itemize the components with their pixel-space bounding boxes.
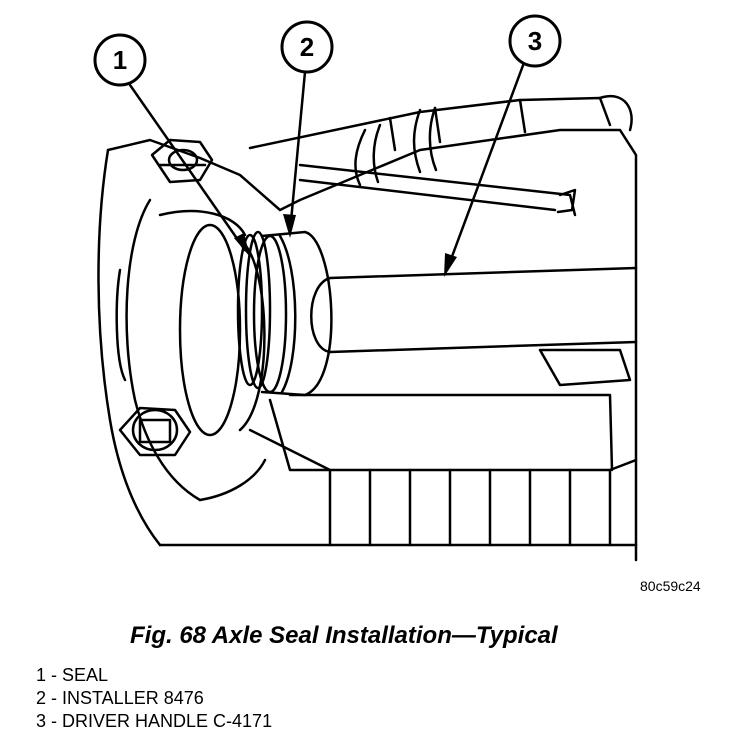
- callout-3-number: 3: [528, 26, 542, 56]
- callout-1-arrowhead: [234, 233, 250, 257]
- callout-1: 1: [93, 33, 147, 87]
- lower-bolt: [118, 406, 192, 457]
- figure-title: Fig. 68 Axle Seal Installation—Typical: [130, 622, 558, 649]
- legend-item: 1 - SEAL: [36, 664, 272, 687]
- axle-housing: [97, 95, 638, 562]
- legend-number: 3: [36, 711, 47, 731]
- callout-3-arrowhead: [444, 253, 457, 277]
- legend-number: 1: [36, 665, 47, 685]
- callout-2-arrowhead: [283, 214, 296, 238]
- upper-bolt: [150, 138, 214, 184]
- seal-installer: [252, 230, 333, 397]
- callout-2: 2: [280, 20, 334, 74]
- legend-separator: -: [46, 688, 63, 708]
- image-code: 80c59c24: [640, 578, 701, 594]
- callout-2-number: 2: [300, 32, 314, 62]
- legend-separator: -: [46, 711, 63, 731]
- legend-label: INSTALLER 8476: [62, 688, 204, 708]
- driver-handle: [310, 266, 638, 354]
- axle-seal-illustration: 1 2 3: [93, 14, 638, 562]
- legend-label: DRIVER HANDLE C-4171: [62, 711, 273, 731]
- legend-item: 3 - DRIVER HANDLE C-4171: [36, 710, 272, 733]
- parts-legend: 1 - SEAL 2 - INSTALLER 8476 3 - DRIVER H…: [36, 664, 272, 733]
- callout-leaders: [128, 58, 527, 272]
- legend-item: 2 - INSTALLER 8476: [36, 687, 272, 710]
- axle-seal: [236, 230, 272, 390]
- legend-number: 2: [36, 688, 47, 708]
- callout-3: 3: [508, 14, 562, 68]
- legend-separator: -: [46, 665, 63, 685]
- callout-1-number: 1: [113, 45, 127, 75]
- legend-label: SEAL: [62, 665, 109, 685]
